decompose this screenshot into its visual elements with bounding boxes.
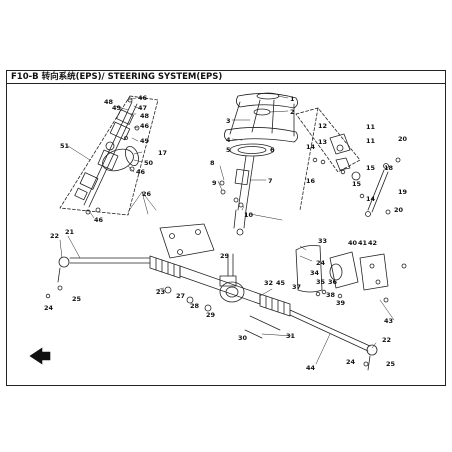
callout-3: 3	[226, 117, 231, 125]
callout-32: 32	[264, 279, 273, 287]
callout-25a: 25	[72, 295, 82, 303]
callout-4: 4	[226, 136, 231, 144]
callout-27: 27	[176, 292, 185, 300]
callout-38: 38	[326, 291, 336, 299]
callout-41: 41	[358, 239, 368, 247]
callout-1: 1	[290, 95, 295, 103]
callout-28: 28	[190, 302, 200, 310]
callout-46b: 46	[140, 122, 150, 130]
callout-50: 50	[144, 159, 154, 167]
callout-36: 36	[328, 278, 338, 286]
callout-51: 51	[60, 142, 70, 150]
callout-23: 23	[156, 288, 165, 296]
page-title: F10-B 转向系统(EPS)/ STEERING SYSTEM(EPS)	[11, 72, 223, 82]
callout-7: 7	[268, 177, 273, 185]
callout-45: 45	[276, 279, 286, 287]
callout-24b: 24	[346, 358, 356, 366]
callout-14b: 14	[366, 195, 376, 203]
callout-21: 21	[65, 228, 75, 236]
callout-24a: 24	[44, 304, 54, 312]
callout-46c: 46	[136, 168, 146, 176]
callout-11b: 11	[366, 137, 376, 145]
callout-37: 37	[292, 283, 301, 291]
callout-44: 44	[306, 364, 316, 372]
callout-48a: 48	[140, 112, 150, 120]
tilt-mechanism-assembly	[295, 107, 401, 217]
eps-controller-assembly	[295, 245, 407, 303]
callout-49a: 49	[112, 104, 122, 112]
callout-46a: 46	[138, 94, 148, 102]
callout-33: 33	[318, 237, 327, 245]
callout-39: 39	[336, 299, 346, 307]
callout-9: 9	[212, 179, 217, 187]
callout-5: 5	[226, 146, 231, 154]
callout-42: 42	[368, 239, 377, 247]
callout-26: 26	[142, 190, 152, 198]
callout-30: 30	[238, 334, 248, 342]
diagram-frame	[6, 84, 446, 386]
callout-31: 31	[286, 332, 296, 340]
callout-12: 12	[318, 122, 327, 130]
leader-lines	[59, 95, 395, 365]
callout-48b: 48	[104, 98, 114, 106]
callout-14a: 14	[306, 143, 316, 151]
callout-16: 16	[306, 177, 316, 185]
callout-43: 43	[384, 317, 393, 325]
callout-8: 8	[210, 159, 215, 167]
callout-2: 2	[290, 108, 295, 116]
callout-25b: 25	[386, 360, 396, 368]
callout-47: 47	[138, 104, 147, 112]
callout-13: 13	[318, 138, 327, 146]
front-arrow-icon	[29, 347, 51, 365]
callout-20b: 20	[394, 206, 404, 214]
callout-35: 35	[316, 278, 326, 286]
callout-17: 17	[158, 149, 167, 157]
callout-24c: 24	[316, 259, 326, 267]
callout-29a: 29	[220, 252, 230, 260]
callout-20a: 20	[398, 135, 408, 143]
callout-10: 10	[244, 211, 254, 219]
callout-19: 19	[398, 188, 408, 196]
callout-15a: 15	[366, 164, 376, 172]
callout-46d: 46	[94, 216, 104, 224]
callout-15b: 15	[352, 180, 362, 188]
callout-29b: 29	[206, 311, 216, 319]
steering-rack-assembly	[45, 223, 378, 371]
callout-49b: 49	[140, 137, 150, 145]
callout-22b: 22	[382, 336, 391, 344]
callout-6: 6	[270, 146, 275, 154]
callout-18: 18	[384, 164, 394, 172]
callout-22a: 22	[50, 232, 59, 240]
steering-wheel-assembly	[219, 92, 298, 236]
callout-34: 34	[310, 269, 320, 277]
title-bar: F10-B 转向系统(EPS)/ STEERING SYSTEM(EPS)	[6, 70, 446, 84]
callout-40: 40	[348, 239, 358, 247]
callout-11a: 11	[366, 123, 376, 131]
